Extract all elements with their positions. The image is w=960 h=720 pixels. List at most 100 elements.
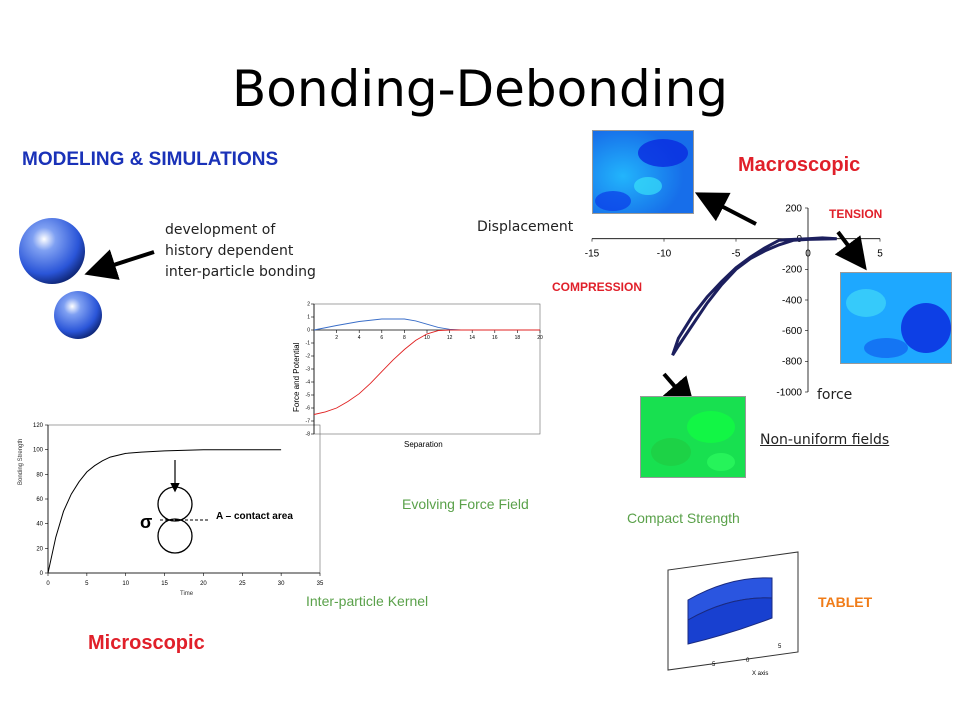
y-tick-label: -600 <box>782 326 802 337</box>
x-tick-label: 12 <box>447 335 453 341</box>
displacement-label: Displacement <box>477 219 574 235</box>
tablet-3d-image: -5 0 5 X axis <box>667 551 799 677</box>
x-tick-label: 4 <box>358 335 361 341</box>
compact-strength-caption: Compact Strength <box>627 510 740 526</box>
y-tick-label: 40 <box>36 522 43 528</box>
y-tick-label: 0 <box>307 328 310 334</box>
x-tick-label: 6 <box>380 335 383 341</box>
x-tick-label: 0 <box>805 249 811 260</box>
x-tick-label: 25 <box>239 581 246 587</box>
bonding-note-line-3: inter-particle bonding <box>165 264 316 280</box>
kernel-chart-marks <box>47 449 282 574</box>
x-tick-label: 20 <box>537 335 543 341</box>
page-title: Bonding-Debonding <box>231 60 729 118</box>
particle-sphere-large <box>19 218 85 284</box>
particle-spheres <box>19 218 102 339</box>
x-tick-label: 16 <box>492 335 498 341</box>
sigma-symbol: σ <box>140 512 153 532</box>
microscopic-label: Microscopic <box>88 632 205 654</box>
kernel-chart: 0 5 10 15 20 25 30 35 0 20 40 60 80 100 120 <box>33 423 324 587</box>
series-line-1 <box>313 318 540 331</box>
bonding-note-line-2: history dependent <box>165 243 294 259</box>
x-tick-label: -5 <box>732 249 741 260</box>
non-uniform-label: Non-uniform fields <box>760 432 890 448</box>
x-tick-label: 5 <box>877 249 883 260</box>
y-tick-label: 1 <box>307 315 310 321</box>
y-tick-label: 120 <box>33 423 44 429</box>
force-label: force <box>817 387 853 403</box>
force-field-caption: Evolving Force Field <box>402 496 529 512</box>
y-tick-label: -2 <box>306 354 311 360</box>
arrow-to-tension-field <box>694 192 757 226</box>
contact-area-label: A – contact area <box>216 511 293 522</box>
y-tick-label: 0 <box>40 571 44 577</box>
macro-chart-marks <box>671 236 837 356</box>
arrow-to-compression-field <box>834 230 867 271</box>
y-tick-label: 80 <box>36 472 43 478</box>
y-tick-label: -200 <box>782 265 802 276</box>
particle-sphere-small <box>54 291 102 339</box>
tablet-label: TABLET <box>818 594 873 610</box>
y-tick-label: -1000 <box>776 387 802 398</box>
contact-sphere-bottom <box>157 518 193 554</box>
heatmap-compact <box>640 396 746 478</box>
x-tick-label: 0 <box>46 581 50 587</box>
kernel-ylabel: Bonding Strength <box>18 438 24 485</box>
y-tick-label: -4 <box>306 380 311 386</box>
compression-label: COMPRESSION <box>552 280 643 294</box>
svg-text:0: 0 <box>746 658 750 664</box>
x-tick-label: 5 <box>85 581 89 587</box>
kernel-xlabel: Time <box>180 591 194 597</box>
kernel-chart-axes: 0 5 10 15 20 25 30 35 0 20 40 60 80 100 120 <box>33 423 324 587</box>
y-tick-label: -8 <box>306 432 311 438</box>
x-tick-label: 20 <box>200 581 207 587</box>
x-tick-label: -15 <box>585 249 600 260</box>
x-tick-label: 2 <box>335 335 338 341</box>
macroscopic-label: Macroscopic <box>738 154 861 176</box>
bonding-note: development of history dependent inter-p… <box>165 220 316 283</box>
svg-text:5: 5 <box>778 644 782 650</box>
x-tick-label: 14 <box>469 335 475 341</box>
series-line-1 <box>671 236 837 356</box>
y-tick-label: 2 <box>307 302 310 308</box>
y-tick-label: 100 <box>33 448 44 454</box>
y-tick-label: 20 <box>36 546 43 552</box>
x-tick-label: 35 <box>317 581 324 587</box>
heatmap-right <box>840 272 952 364</box>
x-tick-label: 18 <box>515 335 521 341</box>
force-field-xlabel: Separation <box>404 440 443 449</box>
y-tick-label: -800 <box>782 357 802 368</box>
x-tick-label: 10 <box>424 335 430 341</box>
x-tick-label: 8 <box>403 335 406 341</box>
y-tick-label: -400 <box>782 295 802 306</box>
y-tick-label: 200 <box>785 203 802 214</box>
force-field-marks <box>313 318 540 415</box>
arrow-to-spheres <box>84 249 155 280</box>
y-tick-label: -3 <box>306 367 311 373</box>
force-field-ylabel: Force and Potential <box>292 342 301 412</box>
bonding-note-line-1: development of <box>165 222 276 238</box>
heatmap-top <box>592 130 694 214</box>
y-tick-label: -6 <box>306 406 311 412</box>
y-tick-label: -7 <box>306 419 311 425</box>
x-tick-label: -10 <box>657 249 672 260</box>
y-tick-label: -5 <box>306 393 311 399</box>
svg-text:-5: -5 <box>710 662 716 668</box>
y-tick-label: -1 <box>306 341 311 347</box>
x-tick-label: 15 <box>161 581 168 587</box>
contact-symbol <box>157 460 208 554</box>
y-tick-label: 60 <box>36 497 43 503</box>
svg-text:X axis: X axis <box>752 671 768 677</box>
x-tick-label: 30 <box>278 581 285 587</box>
series-line-2 <box>313 329 540 415</box>
modeling-heading: MODELING & SIMULATIONS <box>22 149 279 170</box>
series-line-1 <box>47 449 282 574</box>
contact-sphere-top <box>157 486 193 522</box>
tension-label: TENSION <box>829 207 883 221</box>
kernel-caption: Inter-particle Kernel <box>306 593 429 609</box>
x-tick-label: 10 <box>122 581 129 587</box>
